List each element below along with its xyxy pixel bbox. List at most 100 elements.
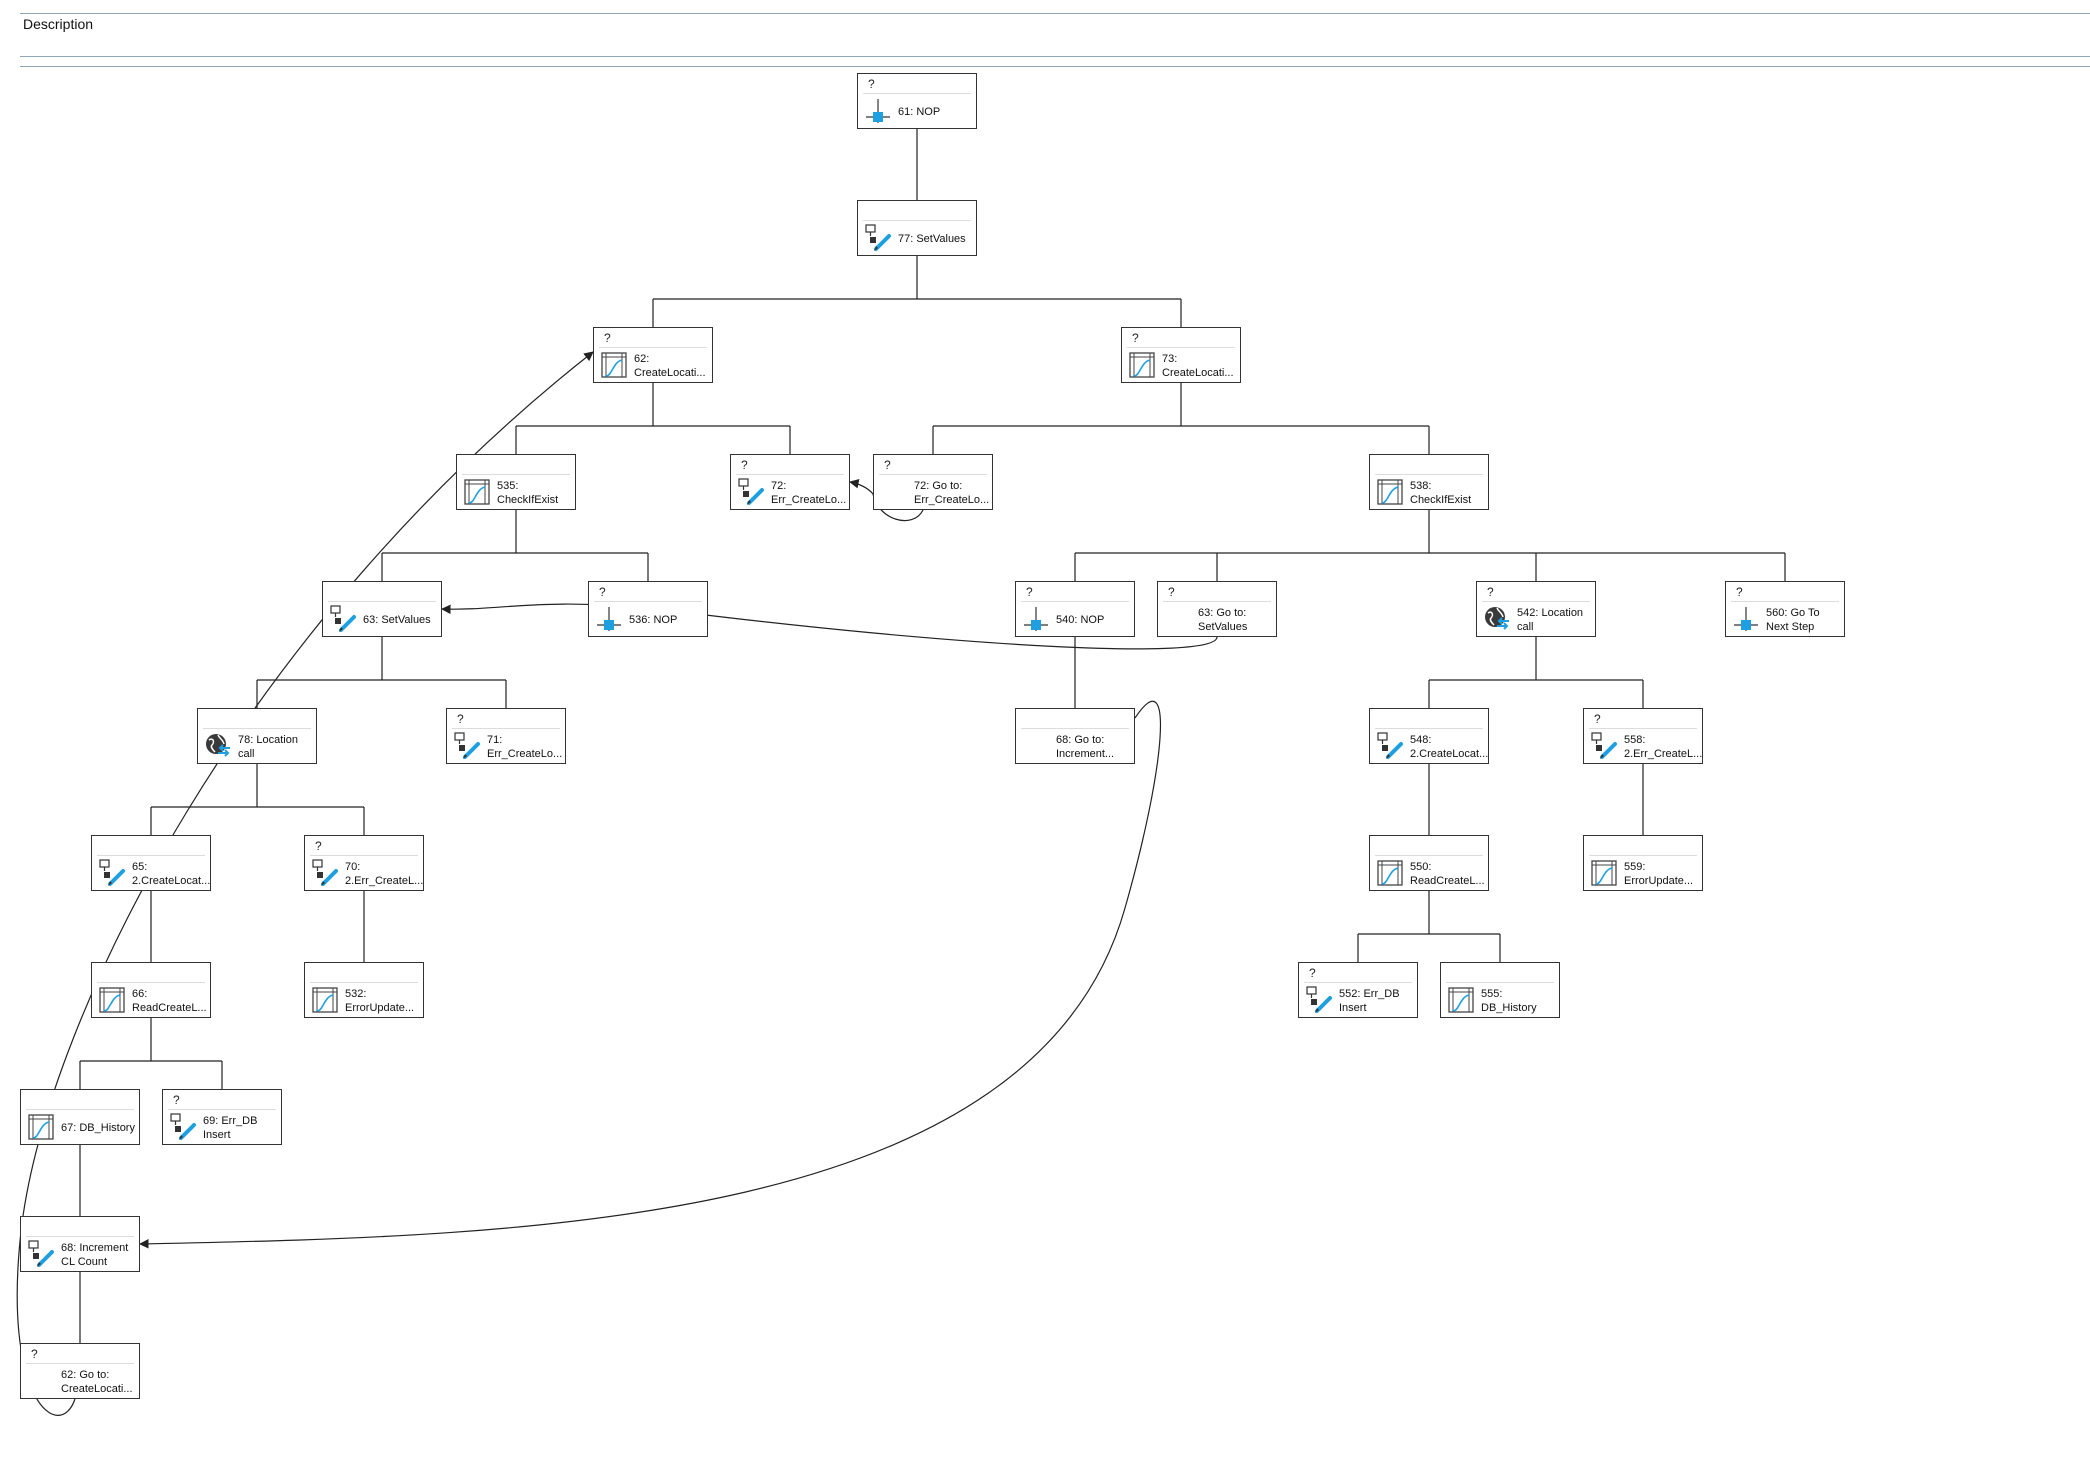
flow-node-77[interactable]: 77: SetValues (857, 200, 977, 256)
flow-node-538[interactable]: 538: CheckIfExist (1369, 454, 1489, 510)
nop-icon (595, 604, 623, 634)
node-divider (452, 728, 560, 729)
tree-connector (515, 383, 791, 454)
node-divider (863, 220, 971, 221)
node-label: 536: NOP (629, 614, 678, 626)
node-divider (736, 474, 844, 475)
condition-marker: ? (315, 839, 322, 853)
description-label: Description (23, 16, 94, 32)
flow-node-66[interactable]: 66: ReadCreateL... (91, 962, 211, 1018)
condition-marker: ? (1594, 712, 1601, 726)
node-label: 61: NOP (898, 106, 941, 118)
node-divider (1375, 474, 1483, 475)
node-divider (594, 601, 702, 602)
nop-icon (864, 96, 892, 126)
node-label: 538: CheckIfExist (1410, 480, 1472, 506)
flow-node-542[interactable]: ? 542: Location call (1476, 581, 1596, 637)
node-divider (1304, 982, 1412, 983)
condition-marker: ? (1736, 585, 1743, 599)
node-label: 73: CreateLocati... (1162, 353, 1234, 379)
flow-node-63g[interactable]: ?63: Go to: SetValues (1157, 581, 1277, 637)
node-divider (26, 1236, 134, 1237)
flow-node-68g[interactable]: 68: Go to: Increment... (1015, 708, 1135, 764)
node-label: 555: DB_History (1481, 988, 1537, 1014)
flow-node-78[interactable]: 78: Location call (197, 708, 317, 764)
flow-node-552[interactable]: ? 552: Err_DB Insert (1298, 962, 1418, 1018)
set-values-icon (27, 1239, 55, 1269)
node-label: 532: ErrorUpdate... (345, 988, 415, 1014)
flow-node-70[interactable]: ? 70: 2.Err_CreateL... (304, 835, 424, 891)
node-divider (1127, 347, 1235, 348)
node-divider (1446, 982, 1554, 983)
set-values-icon (737, 477, 765, 507)
node-label: 559: ErrorUpdate... (1624, 861, 1694, 887)
node-divider (328, 601, 436, 602)
node-label: 78: Location call (238, 734, 298, 760)
node-divider (1375, 728, 1483, 729)
flow-node-65[interactable]: 65: 2.CreateLocat... (91, 835, 211, 891)
node-label: 535: CheckIfExist (497, 480, 559, 506)
flow-node-62g[interactable]: ?62: Go to: CreateLocati... (20, 1343, 140, 1399)
database-table-icon (600, 350, 628, 380)
node-divider (462, 474, 570, 475)
node-label: 65: 2.CreateLocat... (132, 861, 210, 887)
node-divider (203, 728, 311, 729)
flow-node-535[interactable]: 535: CheckIfExist (456, 454, 576, 510)
flow-node-532[interactable]: 532: ErrorUpdate... (304, 962, 424, 1018)
node-label: 550: ReadCreateL... (1410, 861, 1485, 887)
flow-node-536[interactable]: ? 536: NOP (588, 581, 708, 637)
database-table-icon (1447, 985, 1475, 1015)
node-label: 62: CreateLocati... (634, 353, 706, 379)
database-table-icon (27, 1112, 55, 1142)
tree-connector (932, 383, 1430, 454)
node-divider (1482, 601, 1590, 602)
condition-marker: ? (31, 1347, 38, 1361)
node-label: 542: Location call (1517, 607, 1584, 633)
goto-connector (16, 351, 594, 1416)
flow-node-540[interactable]: ? 540: NOP (1015, 581, 1135, 637)
node-label: 77: SetValues (898, 233, 966, 245)
flow-node-559[interactable]: 559: ErrorUpdate... (1583, 835, 1703, 891)
set-values-icon (453, 731, 481, 761)
database-table-icon (1376, 858, 1404, 888)
flow-node-69[interactable]: ? 69: Err_DB Insert (162, 1089, 282, 1145)
condition-marker: ? (868, 77, 875, 91)
node-divider (863, 93, 971, 94)
condition-marker: ? (599, 585, 606, 599)
nop-icon (1022, 604, 1050, 634)
set-values-icon (98, 858, 126, 888)
flow-node-73[interactable]: ? 73: CreateLocati... (1121, 327, 1241, 383)
set-values-icon (1305, 985, 1333, 1015)
flow-node-72b[interactable]: ?72: Go to: Err_CreateLo... (873, 454, 993, 510)
tree-connector (652, 256, 1182, 327)
set-values-icon (329, 604, 357, 634)
node-label: 68: Go to: Increment... (1056, 734, 1115, 760)
tree-connector (381, 510, 649, 581)
database-table-icon (1128, 350, 1156, 380)
node-divider (26, 1363, 134, 1364)
set-values-icon (1376, 731, 1404, 761)
flow-node-550[interactable]: 550: ReadCreateL... (1369, 835, 1489, 891)
node-label: 70: 2.Err_CreateL... (345, 861, 423, 887)
flow-node-63[interactable]: 63: SetValues (322, 581, 442, 637)
goto-connector (139, 700, 1162, 1249)
flow-node-548[interactable]: 548: 2.CreateLocat... (1369, 708, 1489, 764)
flow-node-67[interactable]: 67: DB_History (20, 1089, 140, 1145)
flow-node-558[interactable]: ? 558: 2.Err_CreateL... (1583, 708, 1703, 764)
node-label: 552: Err_DB Insert (1339, 988, 1400, 1014)
node-divider (1731, 601, 1839, 602)
node-label: 560: Go To Next Step (1766, 607, 1820, 633)
flow-node-68[interactable]: 68: Increment CL Count (20, 1216, 140, 1272)
node-label: 63: Go to: SetValues (1198, 607, 1248, 633)
node-divider (168, 1109, 276, 1110)
flow-node-555[interactable]: 555: DB_History (1440, 962, 1560, 1018)
node-label: 69: Err_DB Insert (203, 1115, 258, 1141)
flow-node-560[interactable]: ? 560: Go To Next Step (1725, 581, 1845, 637)
flow-node-72a[interactable]: ? 72: Err_CreateLo... (730, 454, 850, 510)
condition-marker: ? (1487, 585, 1494, 599)
flow-node-62[interactable]: ? 62: CreateLocati... (593, 327, 713, 383)
node-label: 540: NOP (1056, 614, 1105, 626)
flow-node-71[interactable]: ? 71: Err_CreateLo... (446, 708, 566, 764)
flow-node-61[interactable]: ? 61: NOP (857, 73, 977, 129)
